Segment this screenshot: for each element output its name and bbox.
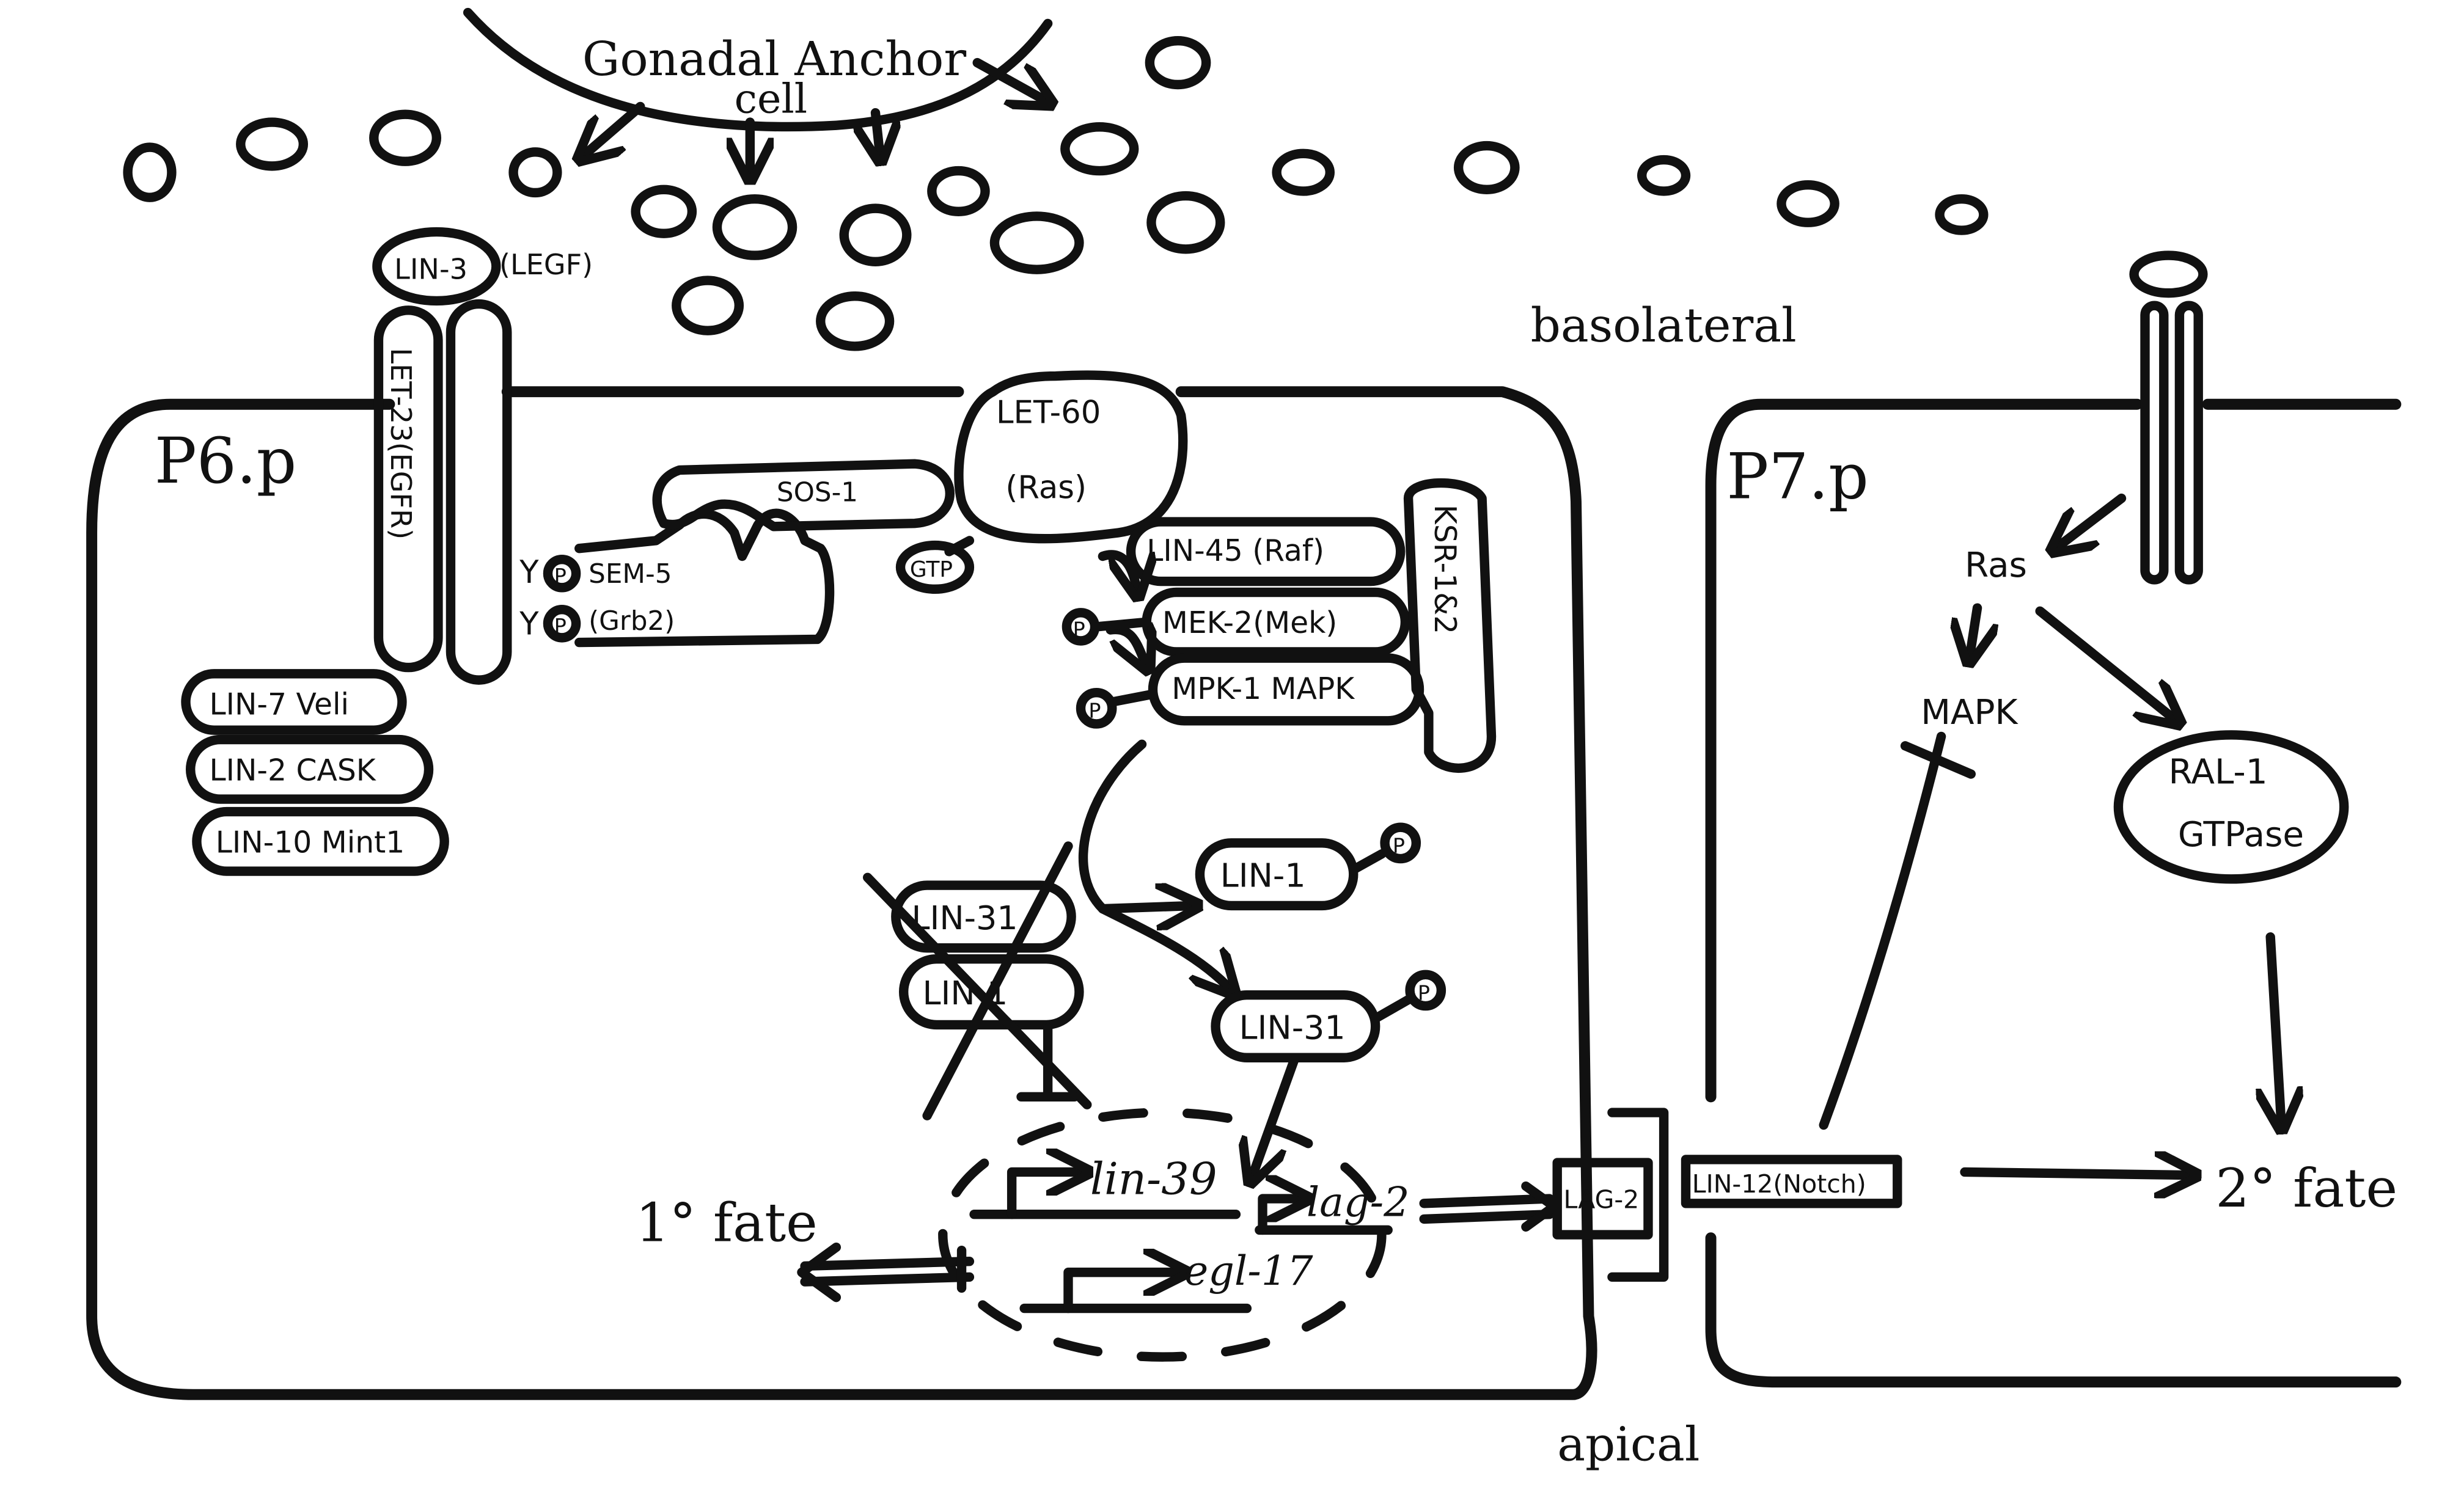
mapk-label: MAPK (1921, 693, 2019, 733)
lin31-x-label: LIN-31 (911, 899, 1018, 937)
phosphate-label: P (554, 564, 566, 588)
mek-phosphate-label: P (1073, 617, 1085, 641)
lin1-crossed-oval (898, 954, 1084, 1030)
sos1-protein: SOS-1 (652, 459, 955, 532)
mek2-label: MEK-2(Mek) (1162, 606, 1337, 640)
p6p-cell: P6.p (86, 386, 1597, 1400)
transcription-factors: LIN-1 P LIN-31 P (1079, 739, 1447, 1178)
phospho-tyrosine-label: Y (519, 554, 539, 591)
p7p-label: P7.p (1726, 441, 1869, 514)
let23-right-chain (446, 299, 512, 685)
lin45-label: LIN-45 (Raf) (1146, 534, 1324, 568)
lin3-oval (372, 227, 501, 306)
lin31-crossed-oval (891, 880, 1076, 953)
anchor-cell: Gonadal Anchor cell (463, 7, 1048, 176)
let23-receptor: LIN-3 (LEGF) LET-23(EGFR) (372, 227, 593, 685)
lin7-label: LIN-7 Veli (209, 688, 349, 722)
ksr-scaffold: KSR-1&2 (1403, 478, 1497, 773)
p7p-signaling: Ras MAPK RAL-1 GTPase (1819, 250, 2349, 1125)
lin1-p-label: LIN-1 (1220, 857, 1306, 895)
grb2-label: (Grb2) (588, 606, 675, 637)
sem5-label: SEM-5 (588, 559, 672, 590)
ras-label: Ras (1965, 546, 2027, 585)
lin2-label: LIN-2 CASK (209, 753, 376, 787)
gtp-label: GTP (910, 557, 953, 582)
phospho-tyrosine-label-2: Y (519, 606, 539, 643)
p6p-label: P6.p (155, 425, 297, 498)
lin31-lin1-repressor-complex: LIN-31 LIN-1 (862, 841, 1092, 1120)
sos1-label: SOS-1 (777, 478, 858, 508)
gtpase-label: GTPase (2178, 815, 2304, 855)
anchor-cell-label-2: cell (735, 75, 807, 123)
lin10-label: LIN-10 Mint1 (216, 825, 405, 860)
mpk1-label: MPK-1 MAPK (1172, 672, 1355, 706)
ral1-oval (2113, 730, 2349, 884)
let23-label: LET-23(EGFR) (384, 348, 417, 539)
mapk-cascade: LIN-45 (Raf) MEK-2(Mek) MPK-1 MAPK P P (1062, 517, 1425, 729)
secondary-fate-label: 2° fate (2215, 1157, 2397, 1219)
ras-paren-label: (Ras) (1005, 470, 1087, 506)
primary-fate: 1° fate (636, 1191, 975, 1302)
lin2-oval (185, 734, 434, 804)
primary-fate-label: 1° fate (636, 1191, 818, 1254)
lin7-lin2-lin10-complex: LIN-7 Veli LIN-2 CASK LIN-10 Mint1 (181, 669, 449, 876)
lin12-receptor-box (1681, 1155, 1902, 1208)
lin12-label: LIN-12(Notch) (1692, 1169, 1866, 1199)
let60-label: LET-60 (996, 394, 1101, 431)
basolateral-label: basolateral (1531, 299, 1797, 353)
mpk-phosphate-label: P (1088, 699, 1101, 723)
let23-left-chain (373, 305, 443, 673)
lag2-protein-label: LAG-2 (1563, 1185, 1639, 1214)
lin31-p-label: LIN-31 (1239, 1008, 1346, 1047)
lin1-phospho-oval (1195, 838, 1358, 911)
lin31-phosphate-label: P (1418, 981, 1430, 1004)
lateral-signal: LAG-2 LIN-12(Notch) 2° fate (1419, 1108, 2397, 1282)
lag2-gene-label: lag-2 (1307, 1178, 1410, 1226)
lin3-label: LIN-3 (394, 253, 468, 286)
lin7-oval (181, 669, 407, 735)
lin39-gene-label: lin-39 (1090, 1153, 1217, 1204)
ral1-label: RAL-1 (2168, 752, 2267, 792)
let60-ras: LET-60 (Ras) GTP (895, 370, 1188, 594)
sem5-adaptor: Y P Y P SEM-5 (Grb2) (519, 508, 835, 648)
nucleus: lin-39 lag-2 egl-17 (938, 1108, 1410, 1362)
legf-label: (LEGF) (499, 248, 593, 281)
lin10-oval (192, 806, 449, 876)
lin1-phosphate-label: P (1393, 833, 1405, 857)
apical-label: apical (1557, 1417, 1700, 1472)
p7p-cell: P7.p (1705, 398, 2402, 1388)
lin3-ligand-molecules (123, 35, 1989, 351)
anchor-cell-label: Gonadal Anchor (582, 32, 966, 87)
phosphate-label-2: P (554, 614, 566, 638)
lag2-protein-box (1552, 1158, 1653, 1240)
egl17-gene-label: egl-17 (1184, 1247, 1313, 1295)
ksr-label: KSR-1&2 (1428, 505, 1462, 634)
